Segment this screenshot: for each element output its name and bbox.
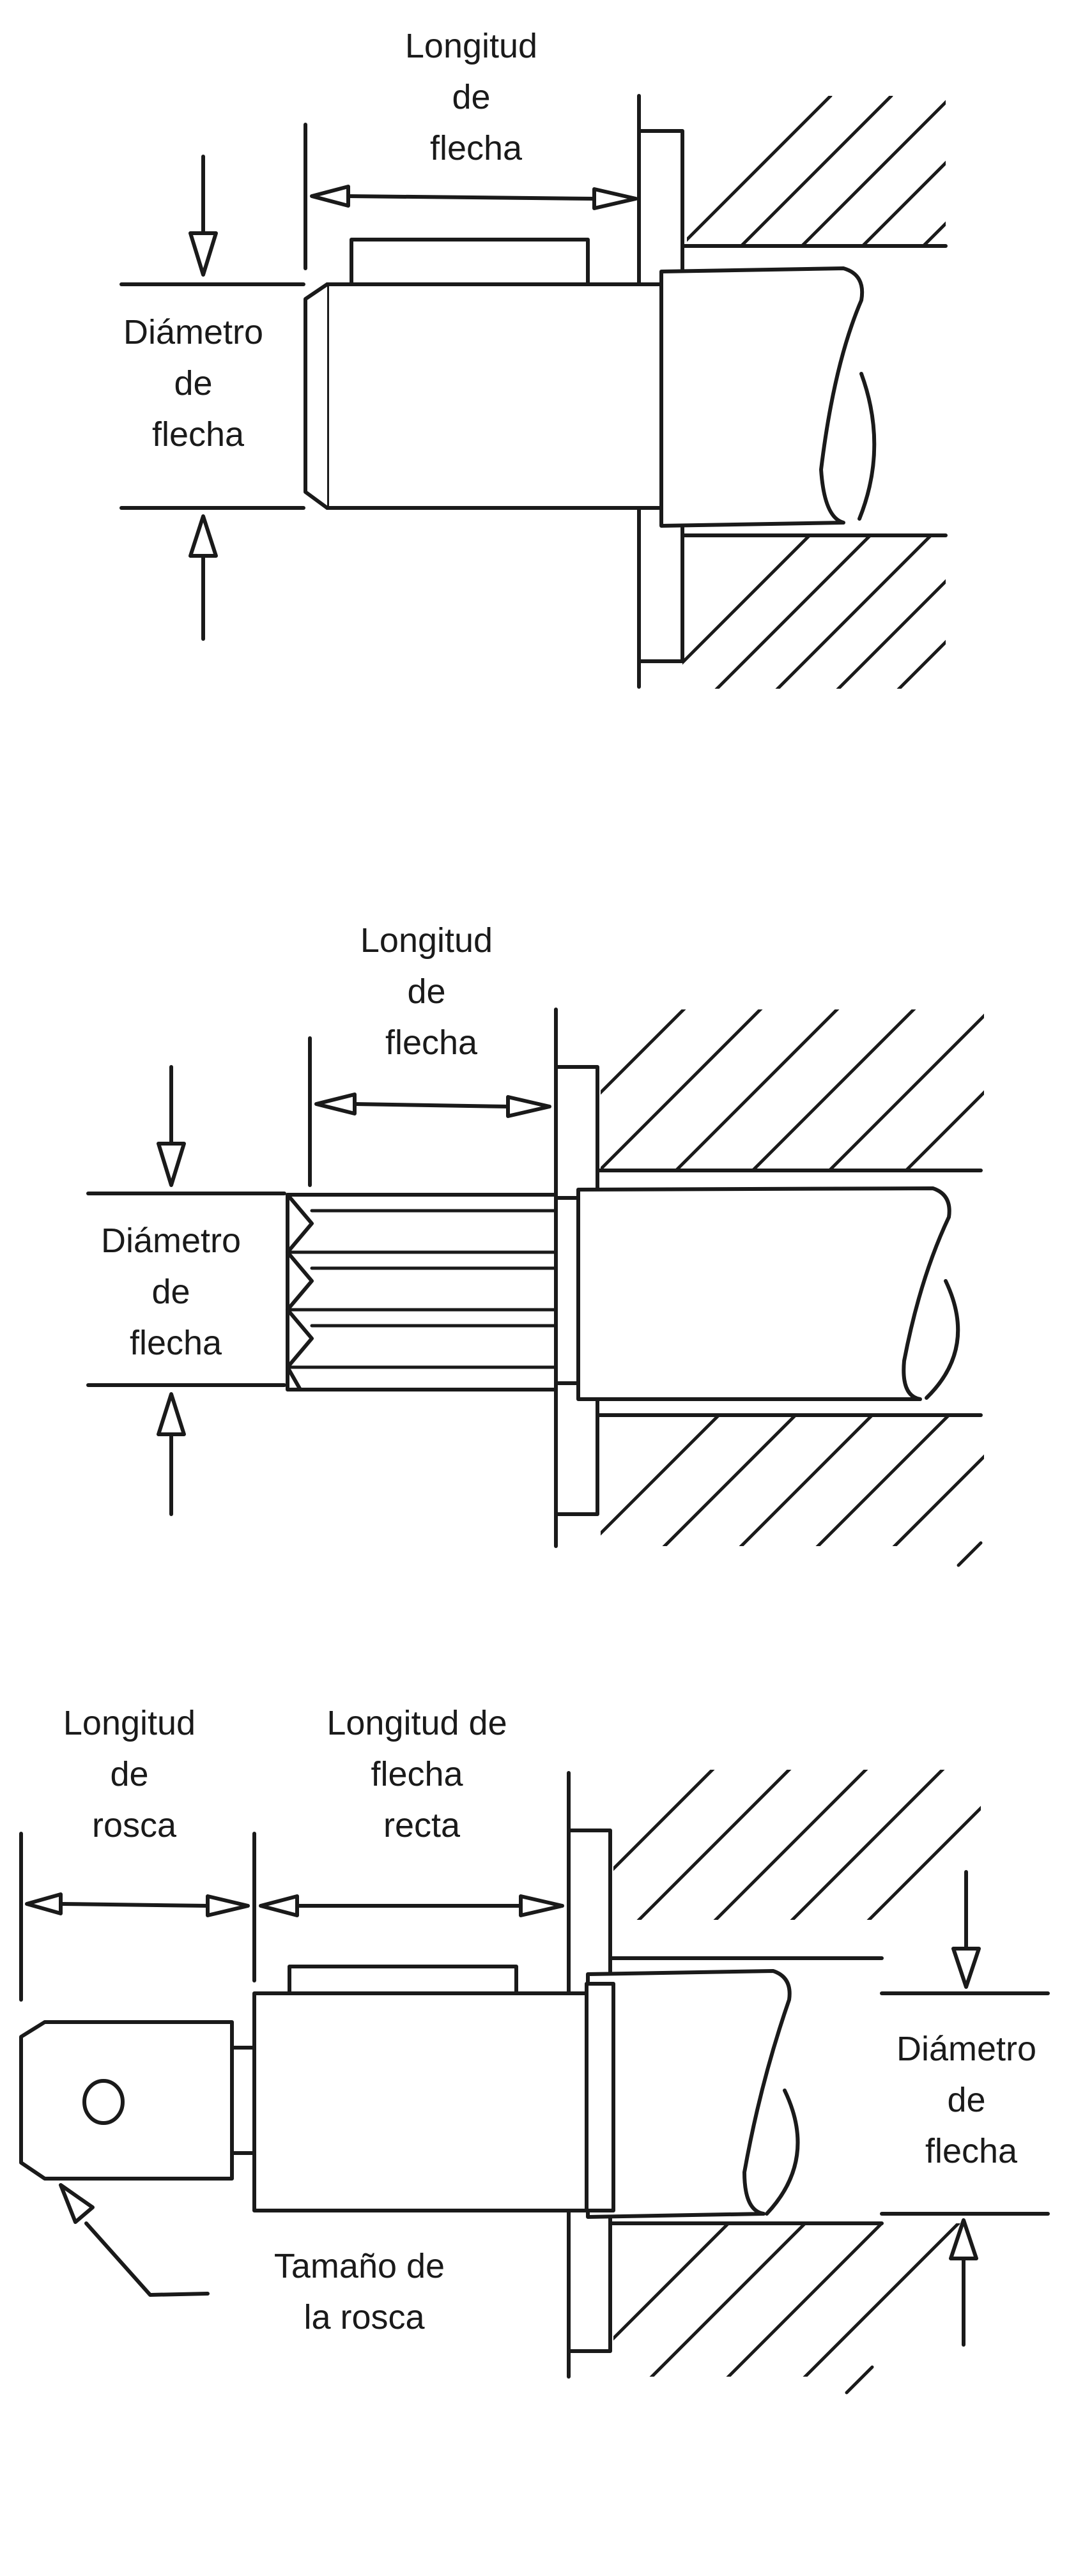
housing-hatch-top: [601, 1009, 984, 1170]
mounting-shaft: [659, 266, 865, 528]
straight-length-dimension: [252, 1832, 564, 1982]
straight-length-label: Longitud de flecha recta: [327, 1704, 516, 1844]
shaft-collar: [554, 1196, 580, 1385]
thread-neck: [230, 2046, 256, 2155]
length-label: Longitud de flecha: [360, 921, 502, 1062]
mounting-shaft: [586, 1969, 792, 2219]
shaft-break-curve: [925, 1279, 960, 1400]
spline-grooves: [286, 1209, 558, 1369]
diameter-dimension: [949, 1870, 981, 2347]
diameter-dimension: [119, 155, 305, 641]
thread-length-dimension: [19, 1832, 250, 2002]
diameter-label: Diámetro de flecha: [896, 2030, 1046, 2170]
shaft-key: [350, 238, 590, 286]
thread-cross-hole: [82, 2079, 125, 2125]
diameter-dimension: [86, 1065, 286, 1516]
diagram-threaded-shaft: Longitud de rosca Longitud de flecha rec…: [19, 1704, 1050, 2395]
housing-hatch-bottom: [613, 2223, 960, 2377]
thread-end: [19, 2020, 234, 2181]
length-label: Longitud de flecha: [405, 27, 547, 167]
diameter-label: Diámetro de flecha: [123, 313, 273, 454]
shaft-body: [252, 1991, 588, 2212]
thread-length-label: Longitud de rosca: [63, 1704, 205, 1844]
shaft-collar: [585, 1982, 615, 2212]
spline-body: [286, 1193, 558, 1392]
shaft-key: [288, 1965, 518, 1995]
housing-hatch-top: [687, 96, 946, 244]
spline-teeth: [286, 1193, 314, 1392]
diagram-splined-shaft: Longitud de flecha Diámetro de flecha: [86, 921, 984, 1567]
length-dimension: [308, 1036, 551, 1187]
shaft-break-curve: [858, 372, 877, 521]
shaft-chamfer: [304, 282, 329, 510]
thread-size-leader: [59, 2183, 210, 2297]
thread-size-label: Tamaño de la rosca: [274, 2247, 454, 2336]
housing-hatch-bottom: [601, 1415, 984, 1546]
diagram-keyed-shaft: Longitud de flecha Diámetro de flecha: [119, 27, 948, 689]
diameter-label: Diámetro de flecha: [101, 1222, 250, 1362]
shaft-body: [325, 282, 663, 510]
housing-hatch-bottom: [682, 535, 946, 689]
shaft-break-curve: [765, 2089, 800, 2216]
length-dimension: [304, 123, 638, 270]
mounting-shaft: [576, 1186, 951, 1401]
housing-hatch-top: [613, 1770, 981, 1920]
